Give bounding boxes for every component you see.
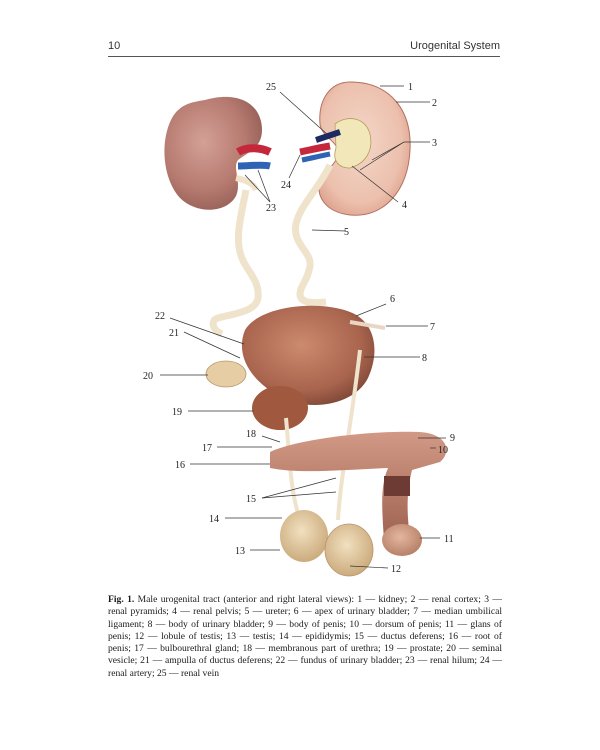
label-17: 17 bbox=[202, 443, 212, 454]
label-2: 2 bbox=[432, 98, 437, 109]
running-title: Urogenital System bbox=[410, 40, 500, 52]
testis-section bbox=[324, 523, 374, 577]
label-24: 24 bbox=[281, 180, 291, 191]
label-12: 12 bbox=[391, 564, 401, 575]
urogenital-illustration: 1 2 3 4 5 6 7 8 9 10 11 12 13 14 15 16 1… bbox=[143, 81, 455, 577]
label-13: 13 bbox=[235, 546, 245, 557]
label-16: 16 bbox=[175, 460, 185, 471]
penis bbox=[270, 431, 447, 556]
seminal-vesicle bbox=[205, 360, 247, 388]
caption-label: Fig. 1. bbox=[108, 594, 135, 605]
label-18: 18 bbox=[246, 429, 256, 440]
right-ureter bbox=[292, 163, 334, 307]
label-4: 4 bbox=[402, 200, 407, 211]
label-3: 3 bbox=[432, 138, 437, 149]
label-8: 8 bbox=[422, 353, 427, 364]
page-number: 10 bbox=[108, 40, 121, 52]
testis-left bbox=[280, 510, 328, 562]
label-22: 22 bbox=[155, 311, 165, 322]
label-21: 21 bbox=[169, 328, 179, 339]
label-14: 14 bbox=[209, 514, 219, 525]
label-19: 19 bbox=[172, 407, 182, 418]
left-kidney bbox=[164, 96, 272, 210]
label-7: 7 bbox=[430, 322, 435, 333]
urinary-bladder bbox=[241, 305, 386, 405]
ductus-deferens bbox=[284, 417, 302, 521]
label-5: 5 bbox=[344, 227, 349, 238]
label-1: 1 bbox=[408, 82, 413, 93]
label-10: 10 bbox=[438, 445, 448, 456]
label-20: 20 bbox=[143, 371, 153, 382]
right-kidney-section bbox=[299, 81, 411, 216]
label-9: 9 bbox=[450, 433, 455, 444]
figure-caption: Fig. 1. Male urogenital tract (anterior … bbox=[108, 594, 502, 680]
header-rule bbox=[108, 56, 500, 57]
label-11: 11 bbox=[444, 534, 454, 545]
figure-labels: 1 2 3 4 5 6 7 8 9 10 11 12 13 14 15 16 1… bbox=[143, 82, 455, 575]
label-6: 6 bbox=[390, 294, 395, 305]
label-15: 15 bbox=[246, 494, 256, 505]
label-25: 25 bbox=[266, 82, 276, 93]
label-23: 23 bbox=[266, 203, 276, 214]
prostate bbox=[252, 386, 308, 430]
left-ureter bbox=[209, 189, 262, 338]
leader-lines bbox=[160, 85, 446, 569]
caption-text: Male urogenital tract (anterior and righ… bbox=[108, 594, 502, 679]
